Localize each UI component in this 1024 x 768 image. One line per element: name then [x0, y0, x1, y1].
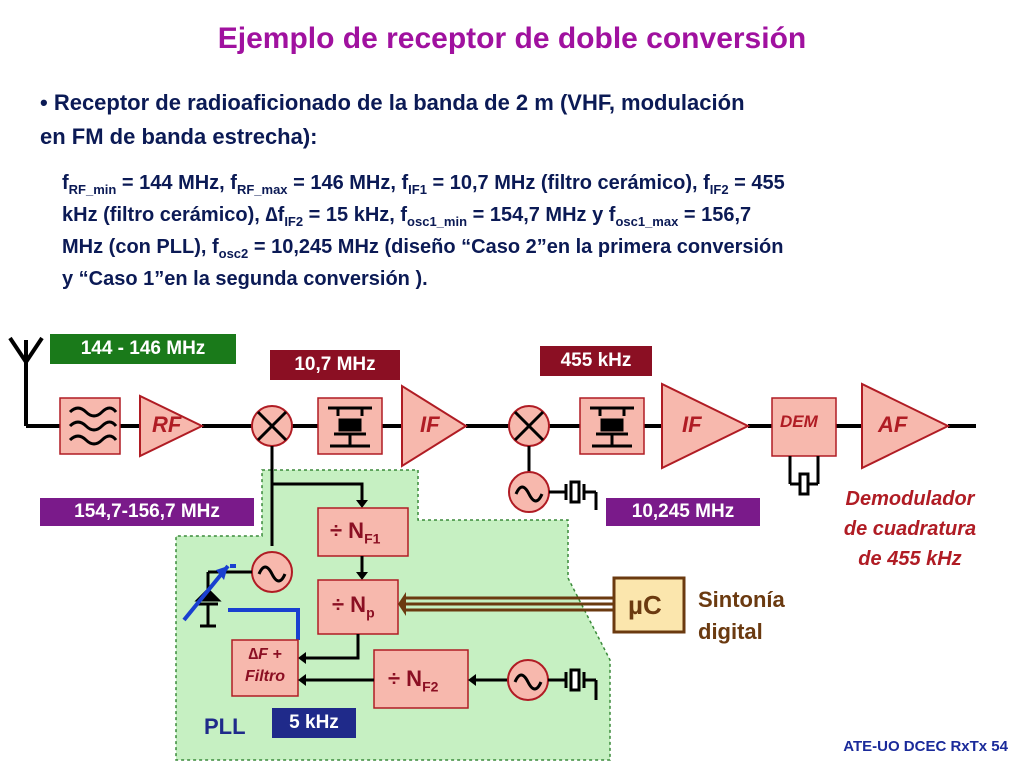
vco-oscillator	[251, 551, 293, 593]
mixer-1	[251, 405, 293, 447]
demodulator-note: Demodulador de cuadratura de 455 kHz	[843, 488, 977, 570]
phase-detector-label: ∆F + Filtro	[245, 646, 285, 685]
freq-label-rf: 144 - 146 MHz	[50, 334, 236, 364]
param-line-3: MHz (con PLL), fosc2 = 10,245 MHz (diseñ…	[62, 236, 784, 261]
bullet-line-1: • Receptor de radioaficionado de la band…	[40, 90, 745, 116]
rf-amp-label: RF	[152, 412, 182, 437]
control-bus	[406, 596, 614, 612]
microcontroller-label: µC	[628, 590, 662, 620]
phase-detector-block	[231, 639, 299, 697]
divider-np-label: ÷ Np	[332, 592, 375, 621]
divider-nf2-label: ÷ NF2	[388, 666, 439, 695]
bandpass-filter-icon	[59, 397, 121, 455]
af-amplifier	[861, 382, 951, 470]
bullet-text-2: en FM de banda estrecha):	[40, 124, 318, 149]
ceramic-filter-2	[579, 397, 645, 455]
if2-amplifier	[661, 382, 751, 470]
bullet-line-2: en FM de banda estrecha):	[40, 124, 318, 150]
dem-label: DEM	[780, 412, 818, 431]
bullet-symbol: •	[40, 90, 48, 115]
pll-label: PLL	[204, 714, 246, 739]
freq-label-osc2: 10,245 MHz	[606, 498, 760, 526]
reference-oscillator	[507, 659, 549, 701]
demodulator-block	[771, 397, 837, 457]
slide-title: Ejemplo de receptor de doble conversión	[217, 22, 807, 55]
param-line-2: kHz (filtro cerámico), ∆fIF2 = 15 kHz, f…	[62, 204, 752, 229]
divider-nf1-block	[317, 507, 409, 557]
param-line-4: y “Caso 1”en la segunda conversión ).	[62, 268, 428, 290]
bullet-text-1: Receptor de radioaficionado de la banda …	[53, 90, 745, 115]
crystal-icon-2	[549, 480, 598, 510]
if1-amplifier	[401, 384, 468, 468]
if2-amp-label: IF	[682, 412, 702, 437]
rf-amplifier	[139, 394, 205, 458]
antenna-icon	[8, 336, 44, 426]
mixer-2	[508, 405, 550, 447]
if1-amp-label: IF	[420, 412, 440, 437]
demodulator-resonator-icon	[788, 456, 820, 496]
ceramic-filter-1	[317, 397, 383, 455]
divider-nf1-label: ÷ NF1	[330, 518, 381, 547]
freq-label-if2: 455 kHz	[540, 346, 652, 376]
freq-label-ref: 5 kHz	[272, 708, 356, 738]
divider-np-block	[317, 579, 399, 635]
crystal-icon-ref	[548, 668, 598, 700]
freq-label-if1: 10,7 MHz	[270, 350, 400, 380]
slide-footer: ATE-UO DCEC RxTx 54	[843, 738, 1008, 755]
tuning-label: Sintonía digital	[698, 587, 785, 644]
param-line-1: fRF_min = 144 MHz, fRF_max = 146 MHz, fI…	[62, 172, 785, 197]
freq-label-osc1: 154,7-156,7 MHz	[40, 498, 254, 526]
oscillator-2	[508, 471, 550, 513]
af-amp-label: AF	[878, 412, 908, 437]
